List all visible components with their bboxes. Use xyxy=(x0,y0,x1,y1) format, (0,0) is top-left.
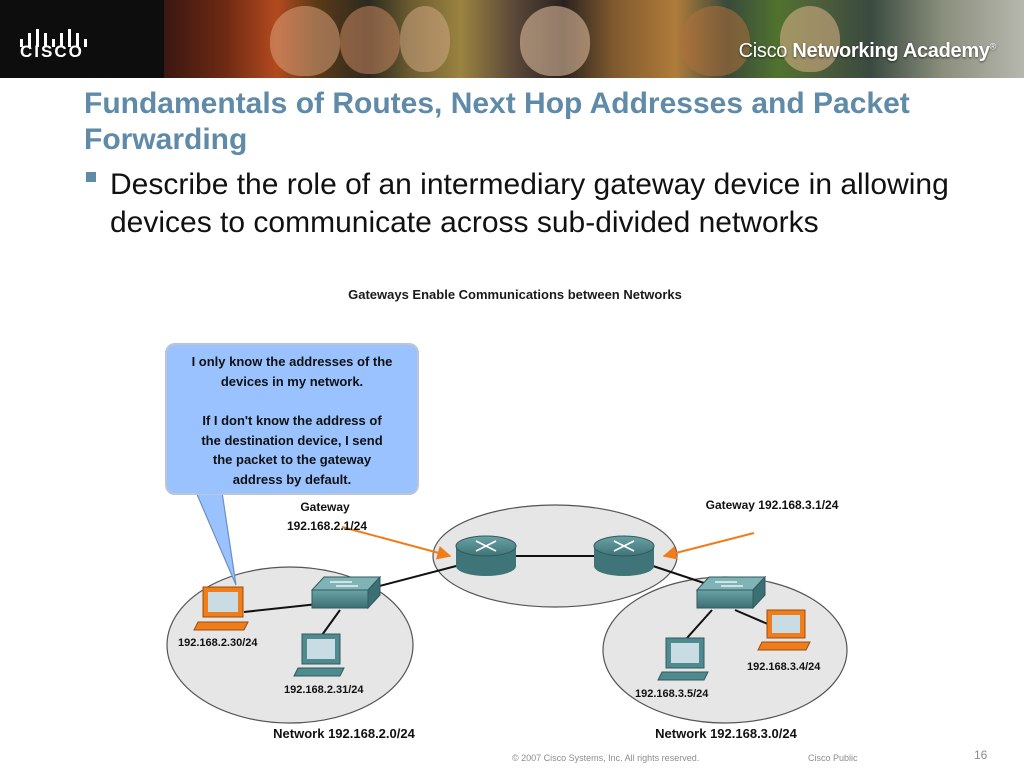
banner-photo-6 xyxy=(780,6,840,72)
banner-photo-1 xyxy=(270,6,340,76)
academy-prefix: Cisco xyxy=(738,40,793,62)
callout-line-3: If I don't know the address of xyxy=(202,413,382,428)
callout-bubble xyxy=(165,343,419,586)
banner-photo-3 xyxy=(400,6,450,72)
gateway-right-label: Gateway 192.168.3.1/24 xyxy=(706,498,839,512)
bullet-text: Describe the role of an intermediary gat… xyxy=(110,168,949,239)
pc-left-2-icon xyxy=(293,633,345,677)
bullet-square-icon xyxy=(86,172,96,182)
host-left-2-label: 192.168.2.31/24 xyxy=(284,684,364,696)
gateway-left-arrow xyxy=(341,526,452,560)
switch-left-icon xyxy=(310,575,382,610)
router-right-icon xyxy=(593,535,655,576)
gateway-right-arrow xyxy=(662,532,755,560)
banner-photo-5 xyxy=(680,6,750,76)
gateway-left-label: Gateway xyxy=(300,500,350,514)
gateway-left-address: 192.168.2.1/24 xyxy=(287,519,367,533)
page-number: 16 xyxy=(974,748,988,762)
callout-text: I only know the addresses of the devices… xyxy=(192,354,393,487)
switch-right-icon xyxy=(695,575,767,610)
host-right-2-label: 192.168.3.5/24 xyxy=(635,688,709,700)
footer-classification: Cisco Public xyxy=(808,753,858,763)
banner-photo-2 xyxy=(340,6,400,74)
pc-right-2-icon xyxy=(657,637,709,681)
cisco-bridge-icon xyxy=(20,29,87,47)
academy-name: Networking Academy xyxy=(792,40,990,62)
callout-line-4: the destination device, I send xyxy=(201,433,382,448)
cisco-wordmark: CISCO xyxy=(20,42,84,61)
slide-title: Fundamentals of Routes, Next Hop Address… xyxy=(84,87,910,156)
trademark-mark: ® xyxy=(989,41,997,52)
header-banner: CISCO Cisco Networking Academy® xyxy=(0,0,1024,78)
pc-left-1-icon xyxy=(193,586,249,631)
router-left-icon xyxy=(455,535,517,576)
network-left-label: Network 192.168.2.0/24 xyxy=(273,726,415,741)
callout-line-2: devices in my network. xyxy=(221,374,363,389)
diagram-caption: Gateways Enable Communications between N… xyxy=(348,287,682,302)
network-right-label: Network 192.168.3.0/24 xyxy=(655,726,797,741)
footer-copyright: © 2007 Cisco Systems, Inc. All rights re… xyxy=(512,753,700,763)
callout-line-5: the packet to the gateway xyxy=(213,452,372,467)
banner-photo-4 xyxy=(520,6,590,76)
pc-right-1-icon xyxy=(757,609,811,651)
host-right-1-label: 192.168.3.4/24 xyxy=(747,661,821,673)
callout-line-6: address by default. xyxy=(233,472,351,487)
host-left-1-label: 192.168.2.30/24 xyxy=(178,637,258,649)
callout-line-1: I only know the addresses of the xyxy=(192,354,393,369)
academy-label: Cisco Networking Academy® xyxy=(738,40,997,63)
